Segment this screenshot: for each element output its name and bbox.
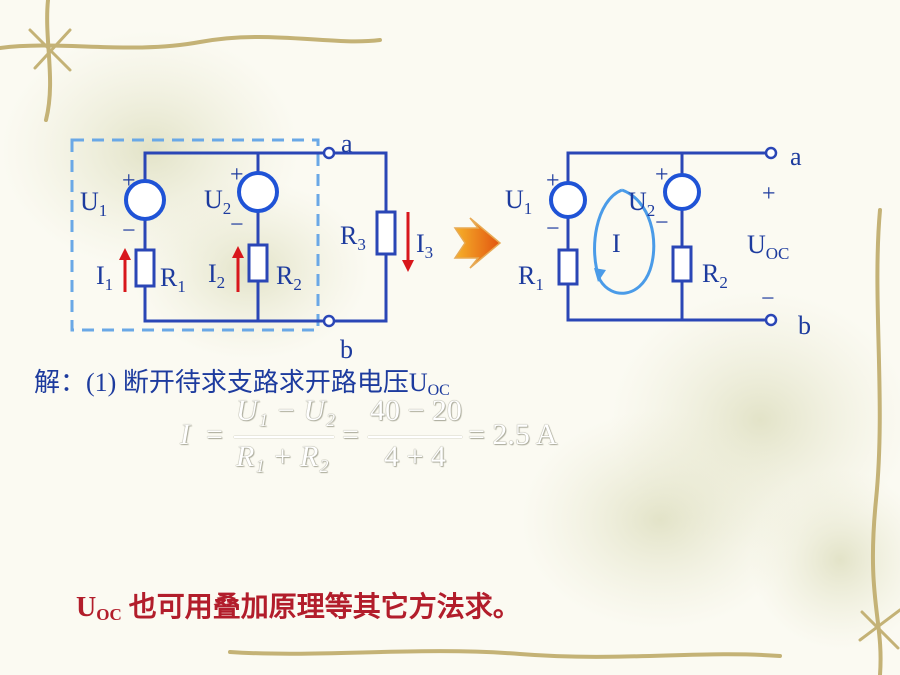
label-node-b: b (798, 311, 811, 340)
solution-step-text: 解：(1) 断开待求支路求开路电压UOC (34, 362, 450, 400)
source-u1-symbol (124, 179, 166, 221)
label-i1: I1 (96, 261, 113, 294)
solution-subscript: OC (427, 382, 450, 399)
resistor-r1-symbol (134, 248, 156, 288)
label-r2: R2 (702, 259, 728, 292)
u2-minus-sign: − (655, 210, 669, 236)
node-b-terminal (322, 314, 336, 328)
note-text: 也可用叠加原理等其它方法求。 (121, 592, 521, 623)
formula-numerator-value: 40 − 20 (370, 394, 462, 427)
resistor-r2-symbol (247, 243, 269, 283)
u2-plus-sign: + (230, 162, 244, 188)
formula-equals-2: = (342, 418, 359, 451)
resistor-r3-symbol (375, 210, 397, 256)
current-formula: I = U₁ − U₂ R₁ + R₂ = 40 − 20 4 + 4 = 2.… (180, 394, 580, 490)
label-loop-current: I (612, 229, 621, 258)
u2-minus-sign: − (230, 212, 244, 238)
u1-minus-sign: − (546, 216, 560, 242)
label-r3: R3 (340, 221, 366, 254)
node-b-terminal (764, 313, 778, 327)
formula-denominator-value: 4 + 4 (384, 440, 446, 473)
u2-plus-sign: + (655, 162, 669, 188)
formula-numerator-symbolic: U₁ − U₂ (236, 394, 336, 427)
label-u2: U2 (204, 185, 231, 218)
label-node-b: b (340, 335, 353, 364)
current-arrows (119, 212, 414, 292)
right-circuit: U1 + − U2 + − R1 R2 I UOC + − a b (505, 142, 811, 340)
note-prefix: U (76, 592, 97, 623)
label-node-a: a (790, 142, 802, 171)
uoc-minus-sign: − (761, 286, 775, 312)
transition-arrow-icon (453, 217, 502, 269)
label-u1: U1 (80, 187, 107, 220)
label-u2: U2 (628, 187, 655, 220)
node-a-terminal (764, 146, 778, 160)
source-u2-symbol (663, 173, 701, 211)
solution-prefix: 解：(1) 断开待求支路求开路电压U (34, 368, 428, 397)
source-u1-symbol (549, 181, 587, 219)
source-u2-symbol (237, 171, 279, 213)
formula-lhs: I (180, 418, 190, 451)
formula-result: = 2.5 A (468, 418, 558, 451)
resistor-r1-symbol (557, 248, 579, 286)
formula-equals-1: = (206, 418, 223, 451)
label-u1: U1 (505, 185, 532, 218)
label-r1: R1 (518, 261, 544, 294)
formula-denominator-symbolic: R₁ + R₂ (236, 440, 329, 473)
note-subscript: OC (96, 605, 122, 624)
node-a-terminal (322, 146, 336, 160)
formula-fraction-bar-1 (234, 436, 334, 438)
label-i3: I3 (416, 229, 433, 262)
u1-minus-sign: − (122, 218, 136, 244)
method-note: UOC 也可用叠加原理等其它方法求。 (76, 585, 521, 625)
flower-blots (0, 30, 900, 650)
u1-plus-sign: + (122, 168, 136, 194)
label-uoc: UOC (747, 230, 789, 263)
label-node-a: a (341, 129, 353, 158)
dashed-boundary (70, 138, 320, 332)
label-r1: R1 (160, 263, 186, 296)
resistor-r2-symbol (671, 245, 693, 283)
label-i2: I2 (208, 259, 225, 292)
label-r2: R2 (276, 261, 302, 294)
formula-fraction-bar-2 (368, 436, 462, 438)
loop-current-arrow-icon (593, 188, 656, 295)
left-circuit: U1 + − U2 + − R1 R2 R3 I1 I2 I3 a b (70, 129, 433, 364)
uoc-plus-sign: + (762, 181, 776, 207)
u1-plus-sign: + (546, 168, 560, 194)
